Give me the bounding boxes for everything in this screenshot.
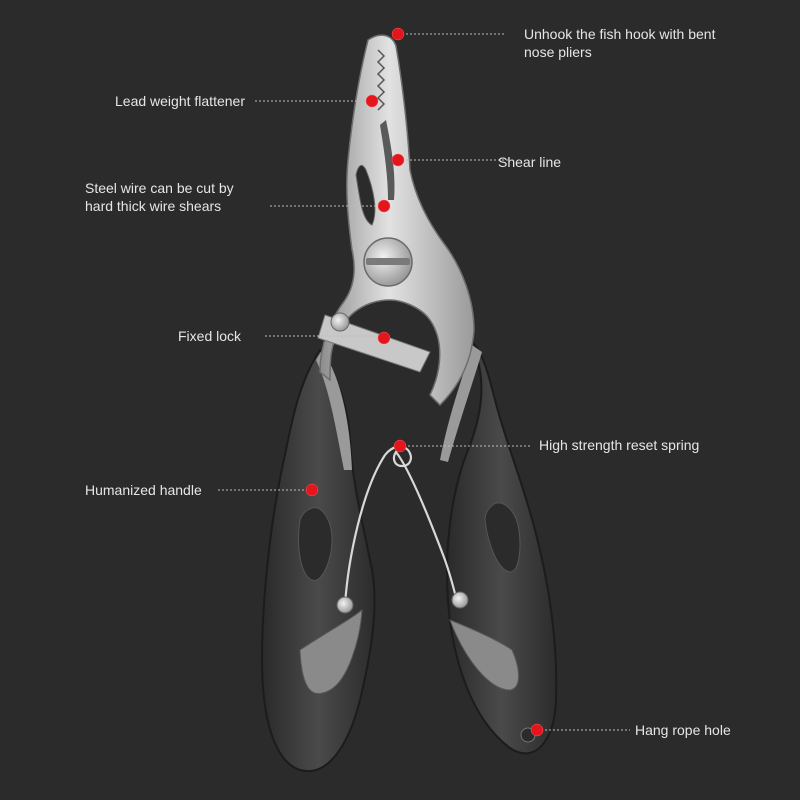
spring-rivet-left bbox=[336, 596, 354, 614]
pivot-screw-slot bbox=[366, 258, 410, 265]
flattener-marker bbox=[365, 94, 379, 108]
pliers-jaws bbox=[319, 34, 475, 407]
spring-marker bbox=[393, 439, 407, 453]
wire-cutter-label: Steel wire can be cut by hard thick wire… bbox=[85, 180, 234, 214]
left-tang bbox=[316, 350, 352, 470]
lock-rivet bbox=[330, 312, 350, 332]
jaw-window bbox=[355, 164, 376, 226]
hook-label: Unhook the fish hook with bent nose plie… bbox=[524, 26, 716, 60]
reset-spring bbox=[343, 445, 460, 606]
rope-hole-label: Hang rope hole bbox=[635, 722, 731, 738]
right-handle-inlay bbox=[449, 619, 519, 691]
handle-marker bbox=[305, 483, 319, 497]
lock-label: Fixed lock bbox=[178, 328, 242, 344]
jaw-serrations bbox=[376, 49, 386, 111]
shear-label: Shear line bbox=[498, 154, 562, 170]
left-handle-window bbox=[298, 507, 333, 581]
rope-hole-marker bbox=[530, 723, 544, 737]
right-tang bbox=[440, 345, 482, 462]
shear-slot bbox=[380, 120, 395, 200]
spring-label: High strength reset spring bbox=[539, 437, 700, 453]
handle-label: Humanized handle bbox=[85, 482, 202, 498]
hook-marker bbox=[391, 27, 405, 41]
lock-marker bbox=[377, 331, 391, 345]
flattener-label: Lead weight flattener bbox=[115, 93, 245, 109]
left-handle-inlay bbox=[299, 608, 363, 695]
spring-rivet-right bbox=[451, 591, 469, 609]
right-handle-window bbox=[484, 502, 521, 573]
shear-marker bbox=[391, 153, 405, 167]
wire-cutter-marker bbox=[377, 199, 391, 213]
